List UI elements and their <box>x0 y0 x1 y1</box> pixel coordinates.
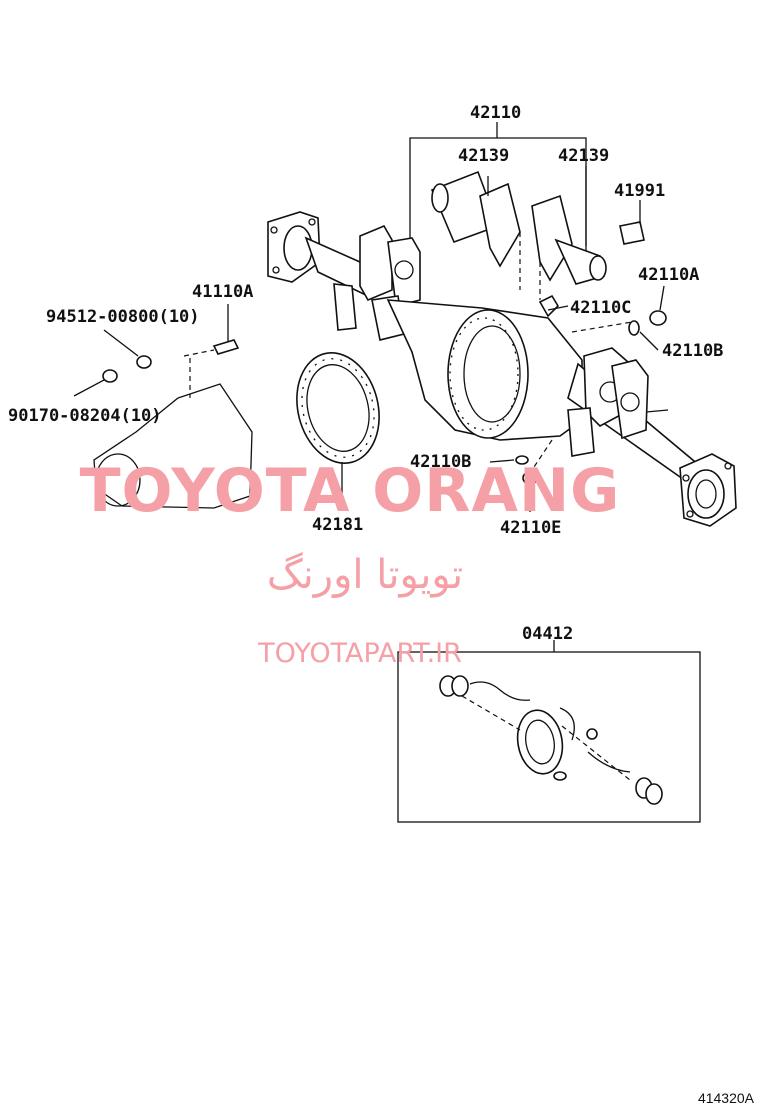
figure-number: 414320A <box>697 1090 754 1106</box>
label-42110A: 42110A <box>638 265 699 285</box>
label-41110A: 41110A <box>192 282 253 302</box>
label-04412: 04412 <box>522 624 573 644</box>
label-90170-08204: 90170-08204(10) <box>8 406 162 426</box>
axle-housing-drawing <box>267 211 737 527</box>
watermark-brand-persian: تویوتا اورنگ <box>266 552 464 598</box>
label-42139-right: 42139 <box>558 146 609 166</box>
label-42110E: 42110E <box>500 518 561 538</box>
plug-42110E-drawing <box>489 439 553 512</box>
label-42110B-right: 42110B <box>662 341 723 361</box>
label-42181: 42181 <box>312 515 363 535</box>
watermark-brand: TOYOTA ORANG <box>79 456 621 526</box>
watermark-url: TOYOTAPART.IR <box>258 638 462 669</box>
nut-42110A-drawing <box>571 285 667 351</box>
fastener-drawings <box>73 304 240 397</box>
plate-41991-drawing <box>619 200 645 245</box>
label-41991: 41991 <box>614 181 665 201</box>
gasket-42181-drawing <box>296 352 380 510</box>
label-94512-00800: 94512-00800(10) <box>46 307 200 327</box>
part-labels: 42110 42139 42139 41991 42110A 41110A 94… <box>8 103 723 644</box>
kit-04412-drawing <box>397 640 701 823</box>
shim-42139-drawing <box>430 166 607 300</box>
label-42110B-left: 42110B <box>410 452 471 472</box>
label-42110: 42110 <box>470 103 521 123</box>
carrier-drawing <box>93 358 253 509</box>
label-42139-left: 42139 <box>458 146 509 166</box>
label-42110C: 42110C <box>570 298 631 318</box>
